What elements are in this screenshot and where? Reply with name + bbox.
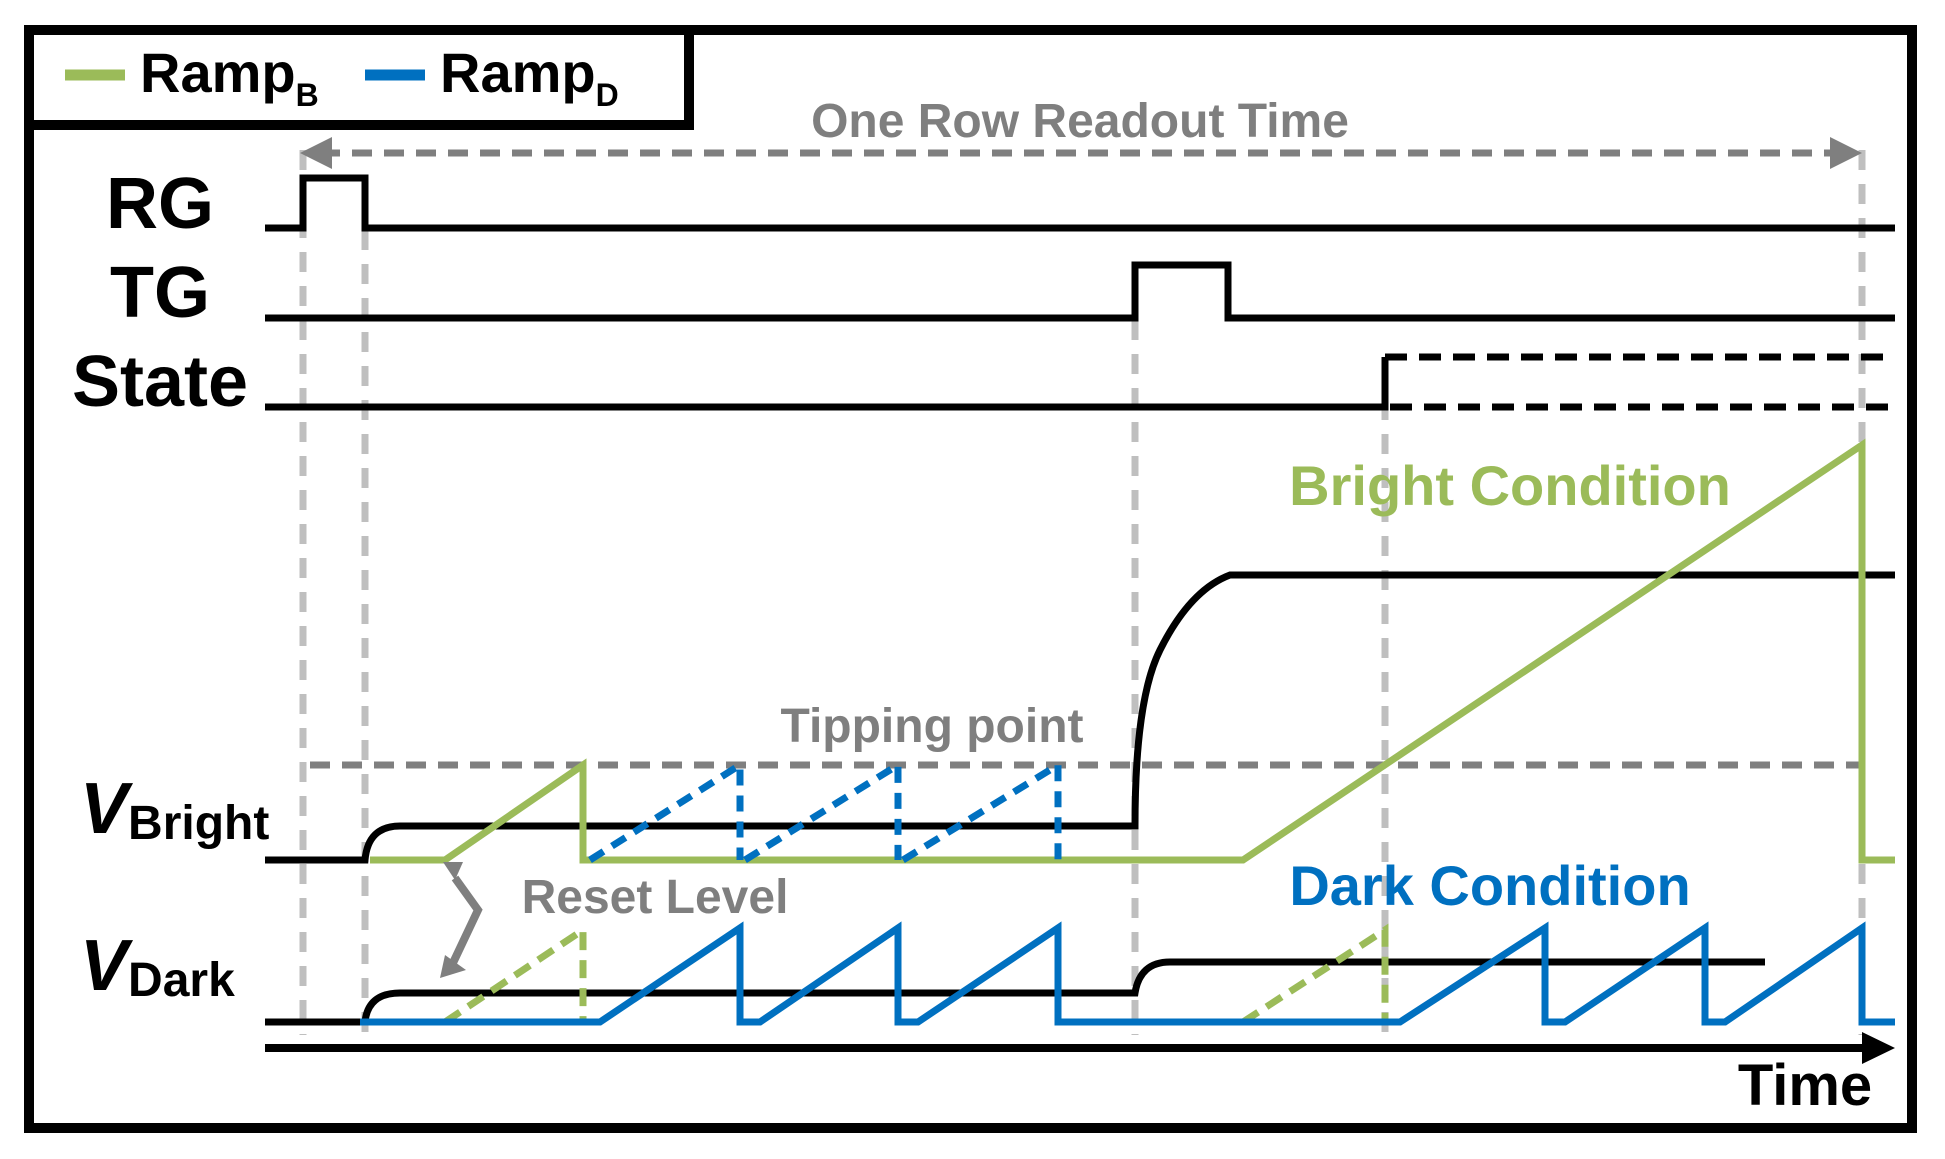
reset-arrow-head-top [443,862,463,880]
one-row-readout-label: One Row Readout Time [811,95,1349,148]
rg-label: RG [106,164,214,244]
rg-waveform [265,174,1895,232]
legend: RampB RampD [24,25,694,130]
dashed-blue-ramp-2 [743,758,902,863]
dashed-blue-ramp-1 [588,758,744,863]
legend-label-ramp-b: RampB [140,41,319,113]
v-dark-waveform [265,958,1765,1026]
reset-arrow-head-bottom [440,955,466,978]
tipping-point-label: Tipping point [780,700,1083,753]
reset-level-label: Reset Level [522,871,789,924]
v-bright-label: VBright [80,769,269,850]
ramp-dark-waveform [360,921,1895,1026]
bright-condition-label: Bright Condition [1289,454,1731,517]
readout-arrow-right [1830,137,1862,169]
readout-arrow-left [300,137,332,169]
outer-frame [24,25,1917,1133]
legend-label-ramp-d: RampD [440,41,619,113]
reset-level-arrow [440,862,483,978]
ramp-bright-waveform [370,438,1895,864]
time-axis-arrowhead [1862,1032,1895,1064]
v-dark-label: VDark [80,926,235,1007]
dashed-blue-ramp-3 [901,758,1062,863]
reset-arrow-shaft [448,875,483,967]
dashed-green-ramp-2 [1241,923,1389,1025]
dark-condition-label: Dark Condition [1289,854,1690,917]
dashed-green-ramp-1 [443,923,587,1025]
time-label: Time [1738,1053,1872,1118]
v-bright-waveform [265,571,1895,864]
tg-label: TG [110,253,210,333]
tg-waveform [265,261,1895,322]
state-waveform [265,357,1389,411]
one-row-readout-arrow [300,137,1862,169]
legend-box [24,25,694,130]
state-label: State [72,342,248,422]
ramp-dark-dashed-bright-row [588,758,1062,863]
ramp-bright-dashed-dark-row [443,923,1389,1025]
